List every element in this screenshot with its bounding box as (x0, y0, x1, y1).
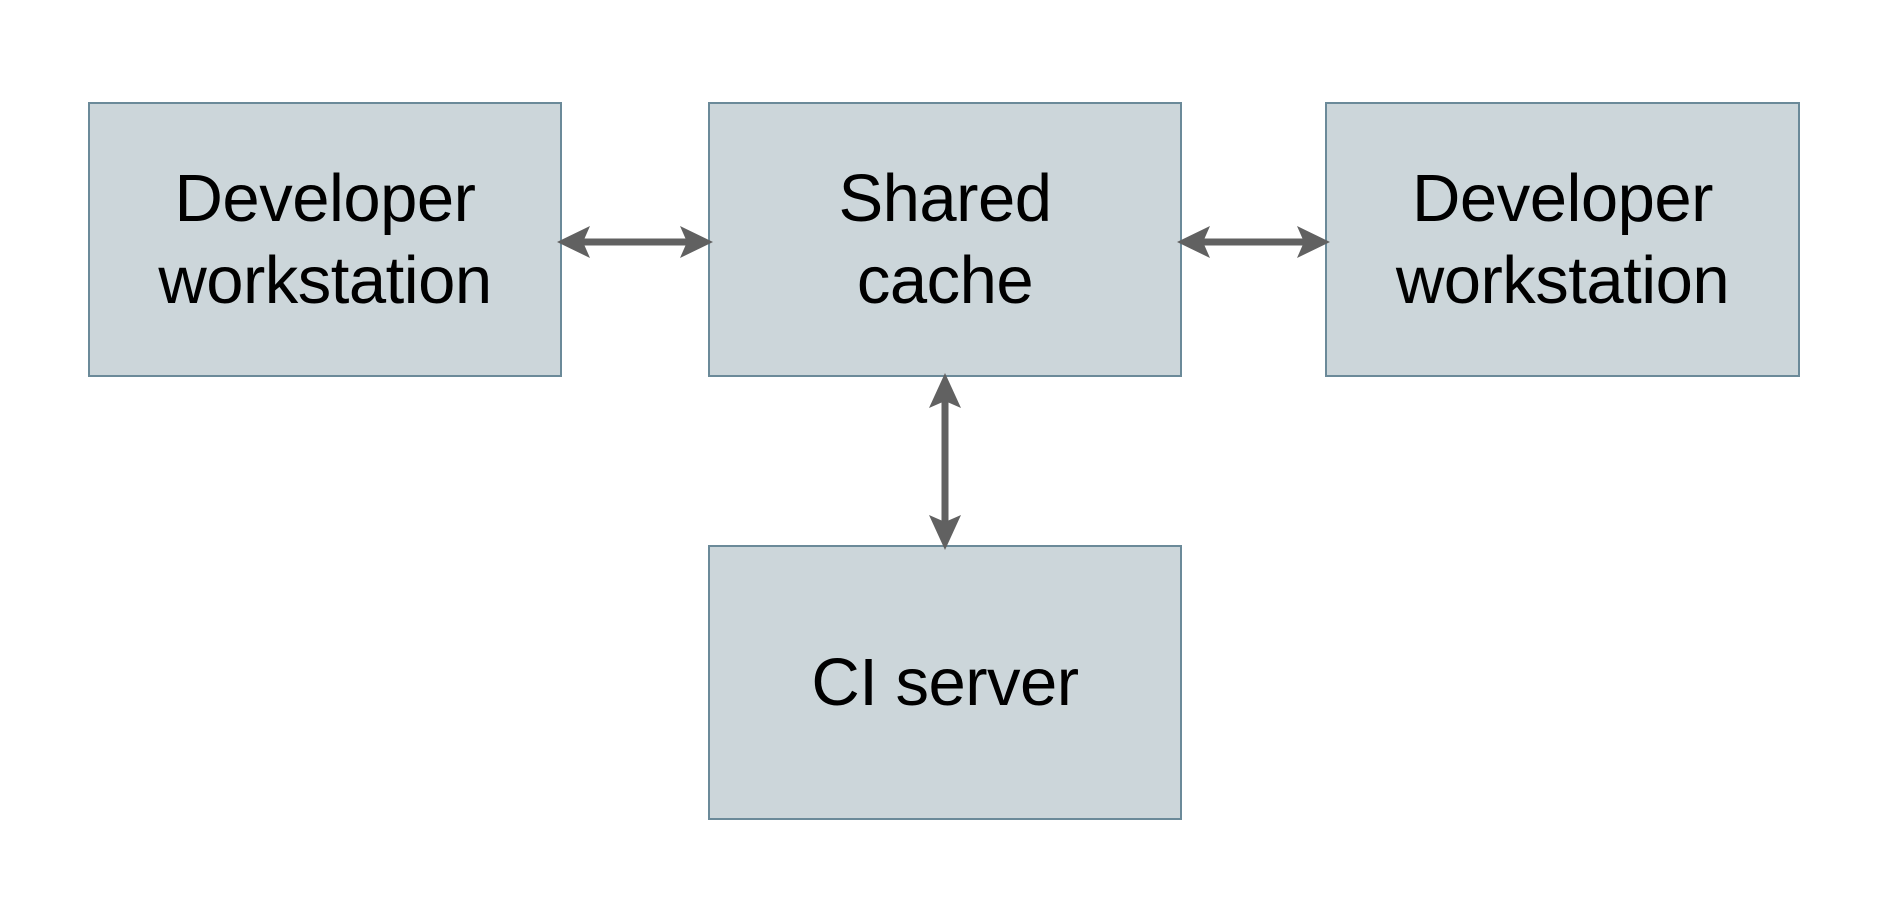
node-label: Developer workstation (1395, 160, 1730, 318)
arrowhead-left-icon (557, 226, 590, 258)
edge-developer-left-to-shared-cache (557, 226, 713, 258)
node-developer-workstation-right[interactable]: Developer workstation (1325, 102, 1800, 377)
arrowhead-left-icon (1177, 226, 1210, 258)
node-label: Shared cache (838, 160, 1052, 318)
node-label: CI server (811, 644, 1079, 720)
arrowhead-right-icon (680, 226, 713, 258)
node-developer-workstation-left[interactable]: Developer workstation (88, 102, 562, 377)
node-ci-server[interactable]: CI server (708, 545, 1182, 820)
arrowhead-right-icon (1297, 226, 1330, 258)
node-label: Developer workstation (158, 160, 492, 318)
node-shared-cache[interactable]: Shared cache (708, 102, 1182, 377)
edge-shared-cache-to-ci-server (929, 373, 961, 550)
arrowhead-up-icon (929, 373, 961, 408)
arrowhead-down-icon (929, 515, 961, 550)
edge-shared-cache-to-developer-right (1177, 226, 1330, 258)
